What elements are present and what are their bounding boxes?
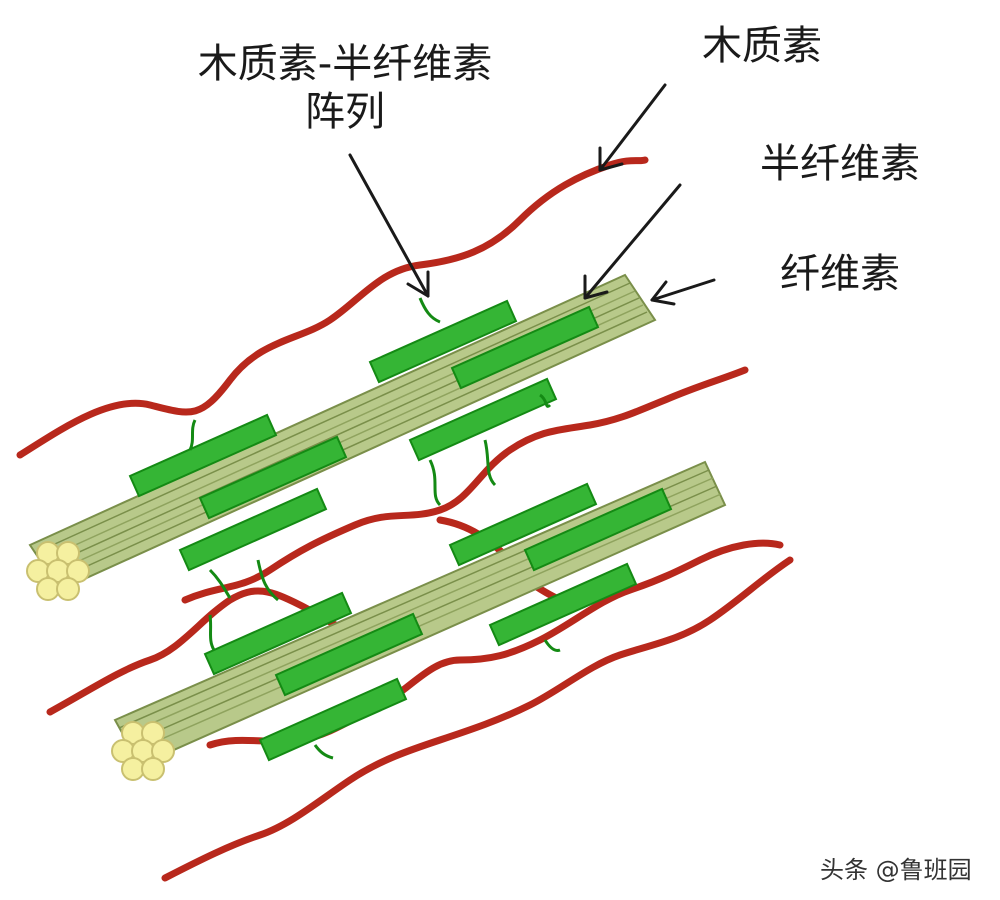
hemicellulose-bar [198, 435, 348, 520]
label-cellulose: 纤维素 [780, 251, 900, 297]
hemicellulose-bar [450, 305, 600, 390]
hemicellulose-bar [178, 487, 328, 572]
arrow-pointer-icon-hemicellulose [583, 183, 682, 300]
hemicellulose-bars [128, 299, 673, 762]
arrow-pointer-icon-cellulose [650, 278, 716, 306]
label-lignin-hemicellulose-array: 木质素-半纤维素 阵列 [185, 40, 505, 136]
hemicellulose-bar [274, 612, 424, 697]
hemicellulose-bar [448, 482, 598, 567]
hemicellulose-bar [408, 377, 558, 462]
label-array-line2: 阵列 [305, 89, 385, 135]
lignin-strand-6 [161, 556, 794, 882]
hemicellulose-bar [368, 299, 518, 384]
hemicellulose-bar [128, 413, 278, 498]
watermark: 头条 @鲁班园 [820, 856, 972, 884]
label-lignin: 木质素 [702, 23, 822, 69]
hemicellulose-bar [488, 562, 638, 647]
pointer-arrows [348, 83, 716, 306]
arrow-pointer-icon-array [348, 153, 430, 298]
hemicellulose-bar [203, 591, 353, 676]
lignin-strand-1 [16, 156, 649, 459]
label-hemicellulose: 半纤维素 [760, 141, 920, 187]
hemicellulose-bar [258, 677, 408, 762]
cellulose-end-lower [111, 721, 175, 781]
arrow-pointer-icon-lignin [598, 83, 667, 172]
label-array-line1: 木质素-半纤维素 [197, 41, 493, 87]
cellulose-end-upper [26, 541, 90, 601]
lignin-hemicellulose-links [188, 297, 561, 760]
hemicellulose-bar [523, 487, 673, 572]
lignin-strand-2 [181, 366, 749, 604]
